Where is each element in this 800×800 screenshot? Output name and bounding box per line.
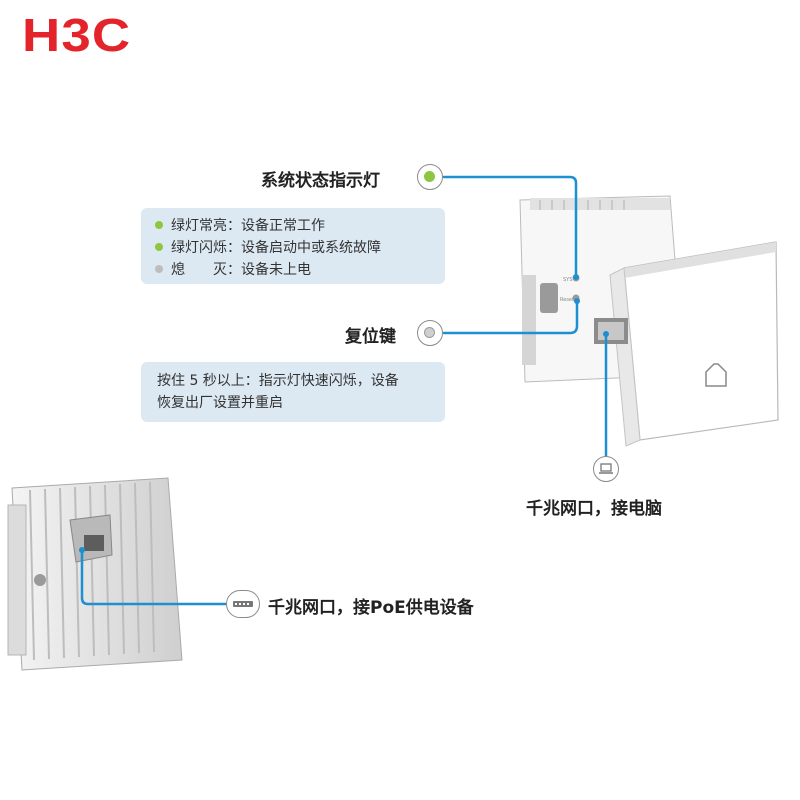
green-led-icon bbox=[417, 164, 443, 190]
ap-module-front-view bbox=[594, 241, 779, 447]
led-states-box: 绿灯常亮：设备正常工作 绿灯闪烁：设备启动中或系统故障 熄 灭：设备未上电 bbox=[141, 208, 445, 284]
reset-button-icon bbox=[417, 320, 443, 346]
green-bullet-icon bbox=[155, 221, 163, 229]
led-state-text: 熄 灭：设备未上电 bbox=[171, 262, 311, 278]
green-bullet-icon bbox=[155, 243, 163, 251]
svg-text:SYS: SYS bbox=[563, 277, 572, 283]
connector-lines bbox=[80, 175, 608, 606]
h3c-logo: H3C bbox=[22, 9, 132, 61]
network-switch-icon bbox=[226, 590, 260, 618]
reset-note-line: 按住 5 秒以上：指示灯快速闪烁，设备 bbox=[157, 373, 399, 389]
reset-note-box: 按住 5 秒以上：指示灯快速闪烁，设备 恢复出厂设置并重启 bbox=[141, 362, 445, 422]
led-state-text: 绿灯闪烁：设备启动中或系统故障 bbox=[171, 240, 381, 256]
reset-key-label: 复位键 bbox=[345, 327, 396, 347]
led-state-row: 绿灯常亮：设备正常工作 bbox=[155, 214, 445, 236]
led-state-text: 绿灯常亮：设备正常工作 bbox=[171, 218, 325, 234]
laptop-icon bbox=[593, 456, 619, 482]
reset-note-line: 恢复出厂设置并重启 bbox=[157, 395, 283, 411]
gray-bullet-icon bbox=[155, 265, 163, 273]
lan-port-label: 千兆网口，接电脑 bbox=[526, 499, 662, 519]
led-state-row: 绿灯闪烁：设备启动中或系统故障 bbox=[155, 236, 445, 258]
led-state-row: 熄 灭：设备未上电 bbox=[155, 258, 445, 280]
status-led-label: 系统状态指示灯 bbox=[261, 171, 380, 191]
svg-text:Reset: Reset bbox=[560, 297, 574, 303]
poe-port-label: 千兆网口，接PoE供电设备 bbox=[268, 598, 474, 618]
ap-module-rear-view bbox=[7, 477, 183, 671]
